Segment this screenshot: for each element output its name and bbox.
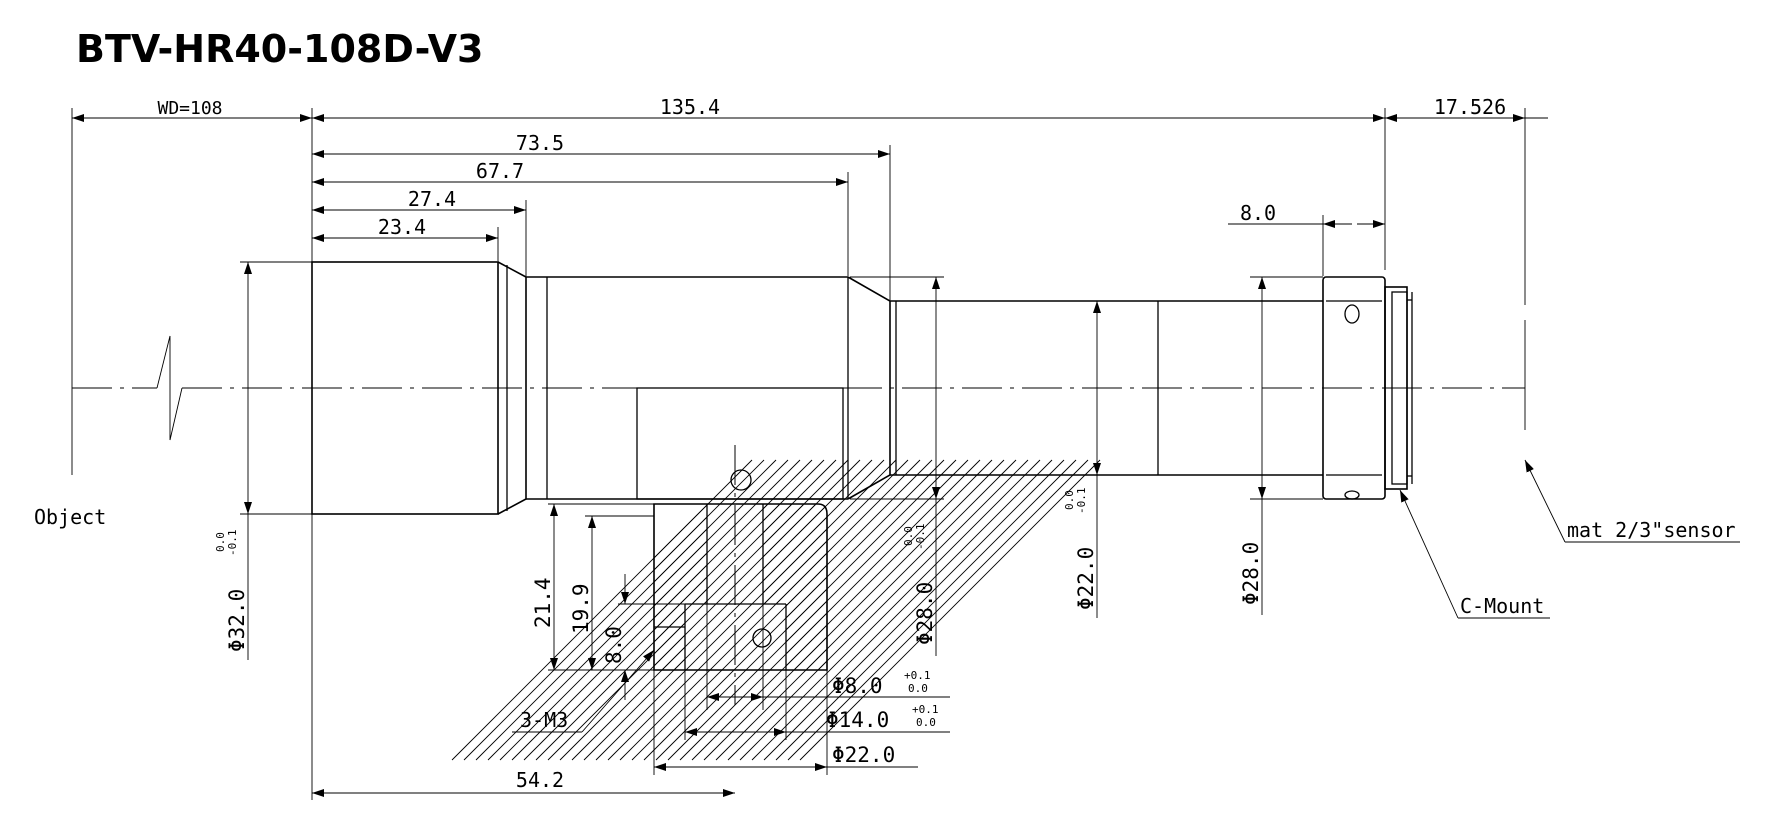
tol-phi-22-lower: -0.1 (1075, 488, 1088, 515)
label-object: Object (34, 505, 106, 529)
horizontal-dimensions: WD=108 135.4 17.526 73.5 67.7 27.4 23.4 … (72, 95, 1548, 797)
mounting-bracket-section (451, 445, 1101, 761)
dim-8-0-mount: 8.0 (1240, 201, 1276, 225)
bore-dimensions: Φ8.0 +0.1 0.0 Φ14.0 +0.1 0.0 Φ22.0 (653, 604, 950, 775)
dim-phi-22-tube: Φ22.0 (1074, 547, 1098, 610)
dim-back-focus: 17.526 (1434, 95, 1506, 119)
dim-27-4: 27.4 (408, 187, 456, 211)
dim-total-length: 135.4 (660, 95, 720, 119)
lens-body (311, 261, 1413, 515)
tol-phi-32-lower: -0.1 (226, 530, 239, 557)
tol-phi-22-upper: 0.0 (1063, 490, 1076, 510)
dim-phi-32: Φ32.0 (225, 589, 249, 652)
dim-23-4: 23.4 (378, 215, 426, 239)
dim-73-5: 73.5 (516, 131, 564, 155)
label-sensor: mat 2/3"sensor (1567, 518, 1736, 542)
dim-phi-28-mount: Φ28.0 (1239, 542, 1263, 605)
dim-8-0-hole: 8.0 (602, 626, 626, 664)
tol-bore-14-upper: +0.1 (912, 703, 939, 716)
drawing-title: BTV-HR40-108D-V3 (76, 27, 483, 71)
extension-lines (71, 108, 1526, 800)
dim-21-4: 21.4 (531, 577, 555, 628)
dim-67-7: 67.7 (476, 159, 524, 183)
diameter-dimensions: Φ32.0 0.0 -0.1 Φ28.0 0.0 -0.1 Φ22.0 0.0 (214, 261, 1323, 660)
tol-bore-8-upper: +0.1 (904, 669, 931, 682)
label-3-m3: 3-M3 (520, 708, 568, 732)
tol-phi-28-lower: -0.1 (914, 524, 927, 551)
dim-phi-28-barrel: Φ28.0 (913, 582, 937, 645)
tol-phi-32-upper: 0.0 (214, 532, 227, 552)
bracket-height-dimensions: 21.4 19.9 8.0 (531, 503, 685, 700)
dim-54-2: 54.2 (516, 768, 564, 792)
dim-bore-8: Φ8.0 (832, 674, 883, 698)
dim-19-9: 19.9 (569, 583, 593, 634)
tol-bore-8-lower: 0.0 (908, 682, 928, 695)
tol-phi-28-upper: 0.0 (902, 526, 915, 546)
label-c-mount: C-Mount (1460, 594, 1544, 618)
dim-bore-22: Φ22.0 (832, 743, 895, 767)
tol-bore-14-lower: 0.0 (916, 716, 936, 729)
dim-bore-14: Φ14.0 (826, 708, 889, 732)
dim-working-distance: WD=108 (157, 98, 222, 119)
optical-axis (72, 335, 1525, 441)
annotations: Object mat 2/3"sensor C-Mount 3-M3 (34, 459, 1740, 733)
